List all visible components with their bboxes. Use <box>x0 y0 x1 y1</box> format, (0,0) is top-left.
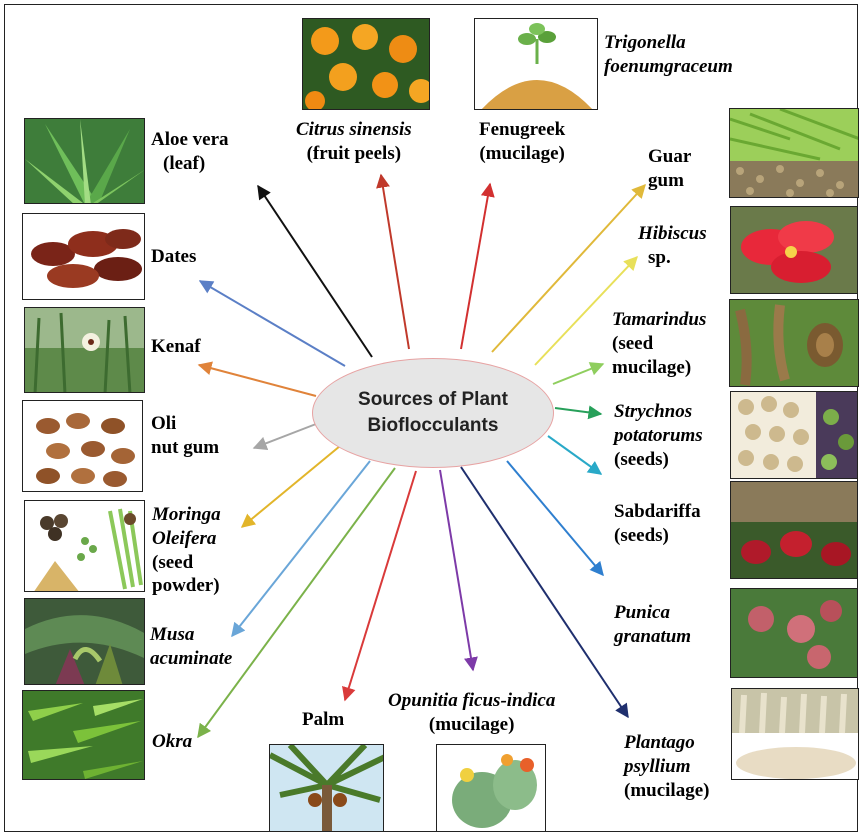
label-musa: Musa acuminate <box>150 623 232 671</box>
label-tamarindus: Tamarindus (seed mucilage) <box>612 308 706 379</box>
label-kenaf: Kenaf <box>151 335 201 359</box>
label-moringa: Moringa Oleifera(seed powder) <box>152 503 221 598</box>
aloe-vera-photo <box>24 118 145 204</box>
arrow-tamarindus <box>553 364 603 384</box>
center-title: Sources of Plant Bioflocculants <box>358 387 508 438</box>
label-hibiscus: Hibiscus sp. <box>638 222 707 270</box>
oli-nut-photo <box>22 400 143 492</box>
arrow-musa <box>232 461 370 636</box>
citrus-detail: (fruit peels) <box>307 143 401 164</box>
musa-photo <box>24 598 145 685</box>
plantago-photo <box>731 688 859 780</box>
strychnos-name: Strychnos potatorums <box>614 401 703 446</box>
aloe-name: Aloe vera <box>151 129 229 150</box>
center-node: Sources of Plant Bioflocculants <box>312 358 554 468</box>
fenugreek-photo <box>474 18 598 110</box>
label-sabdariffa: Sabdariffa (seeds) <box>614 500 701 548</box>
label-strychnos: Strychnos potatorums (seeds) <box>614 400 703 471</box>
dates-photo <box>22 213 145 300</box>
aloe-detail: (leaf) <box>151 153 205 174</box>
kenaf-photo <box>24 307 145 393</box>
arrow-oli <box>254 424 316 448</box>
hibiscus-detail: sp. <box>638 247 671 268</box>
arrow-dates <box>200 281 345 366</box>
arrow-opunitia <box>440 470 473 670</box>
guar-gum-photo <box>729 108 859 198</box>
moringa-name: Moringa Oleifera <box>152 504 221 549</box>
arrow-kenaf <box>199 365 316 396</box>
arrow-palm <box>345 471 416 700</box>
fenugreek-name: Fenugreek <box>479 119 565 140</box>
punica-photo <box>730 588 858 678</box>
arrow-sabdariffa <box>548 436 601 474</box>
moringa-detail: (seed powder) <box>152 552 220 597</box>
arrow-citrus <box>381 175 409 349</box>
palm-photo <box>269 744 384 832</box>
plantago-name: Plantago psyllium <box>624 732 695 777</box>
arrow-moringa <box>242 446 340 527</box>
moringa-photo <box>24 500 145 592</box>
label-trigonella: Trigonella foenumgraceum <box>604 31 733 79</box>
label-dates: Dates <box>151 245 196 269</box>
arrow-aloe <box>258 186 372 357</box>
fenugreek-detail: (mucilage) <box>479 143 564 164</box>
label-aloe-vera: Aloe vera (leaf) <box>151 128 229 176</box>
hibiscus-name: Hibiscus <box>638 223 707 244</box>
label-oli-nut-gum: Oli nut gum <box>151 412 219 460</box>
arrow-strychnos <box>555 408 601 414</box>
tamarindus-name: Tamarindus <box>612 309 706 330</box>
label-opunitia: Opunitia ficus-indica (mucilage) <box>388 689 555 737</box>
label-guar-gum: Guar gum <box>648 145 691 193</box>
opunitia-photo <box>436 744 546 832</box>
label-citrus: Citrus sinensis (fruit peels) <box>296 118 412 166</box>
tamarindus-detail: (seed mucilage) <box>612 333 691 378</box>
arrow-okra <box>198 468 395 737</box>
label-punica: Punica granatum <box>614 601 691 649</box>
plantago-detail: (mucilage) <box>624 780 709 801</box>
label-palm: Palm <box>302 708 344 732</box>
okra-photo <box>22 690 145 780</box>
label-okra: Okra <box>152 730 192 754</box>
hibiscus-photo <box>730 206 858 294</box>
label-plantago: Plantago psyllium (mucilage) <box>624 731 709 802</box>
sabdariffa-photo <box>730 481 858 579</box>
citrus-photo <box>302 18 430 110</box>
opunitia-name: Opunitia ficus-indica <box>388 690 555 711</box>
citrus-name: Citrus sinensis <box>296 119 412 140</box>
strychnos-detail: (seeds) <box>614 449 669 470</box>
opunitia-detail: (mucilage) <box>429 714 514 735</box>
tamarindus-photo <box>729 299 859 387</box>
arrow-fenugreek <box>461 184 490 349</box>
strychnos-photo <box>730 391 858 479</box>
label-fenugreek: Fenugreek (mucilage) <box>479 118 565 166</box>
